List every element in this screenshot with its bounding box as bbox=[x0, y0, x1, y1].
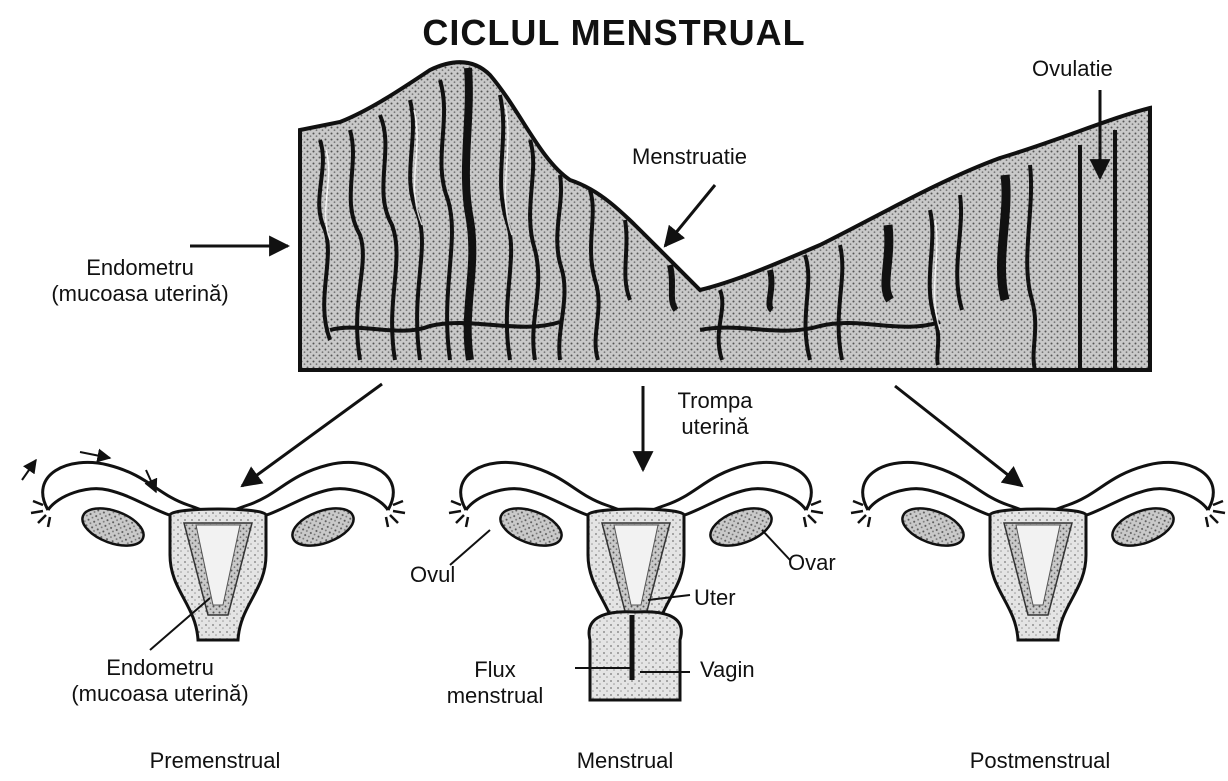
label-endometru-top-line2: (mucoasa uterină) bbox=[5, 281, 275, 307]
label-ovul: Ovul bbox=[410, 562, 455, 588]
vagina-shape bbox=[575, 612, 690, 700]
label-flux-line2: menstrual bbox=[410, 683, 580, 709]
label-vagin: Vagin bbox=[700, 657, 755, 683]
label-endometru-top: Endometru (mucoasa uterină) bbox=[5, 255, 275, 308]
postmenstrual-arrow bbox=[895, 386, 1022, 486]
label-endometru-bottom-line2: (mucoasa uterină) bbox=[25, 681, 295, 707]
phase-postmenstrual: Postmenstrual bbox=[920, 748, 1160, 774]
label-endometru-bottom-line1: Endometru bbox=[25, 655, 295, 681]
uterus-premenstrual bbox=[31, 462, 405, 640]
phase-menstrual: Menstrual bbox=[505, 748, 745, 774]
label-trompa-line1: Trompa bbox=[660, 388, 770, 414]
label-trompa: Trompa uterină bbox=[660, 388, 770, 441]
endometrium-chart bbox=[300, 62, 1150, 370]
label-flux-line1: Flux bbox=[410, 657, 580, 683]
phase-premenstrual: Premenstrual bbox=[95, 748, 335, 774]
label-endometru-bottom: Endometru (mucoasa uterină) bbox=[25, 655, 295, 708]
label-flux: Flux menstrual bbox=[410, 657, 580, 710]
label-menstruatie: Menstruatie bbox=[632, 144, 747, 170]
label-trompa-line2: uterină bbox=[660, 414, 770, 440]
uterus-postmenstrual bbox=[851, 462, 1225, 640]
label-ovar: Ovar bbox=[788, 550, 836, 576]
label-uter: Uter bbox=[694, 585, 736, 611]
label-ovulatie: Ovulatie bbox=[1032, 56, 1113, 82]
menstruatie-arrow bbox=[665, 185, 715, 246]
label-endometru-top-line1: Endometru bbox=[5, 255, 275, 281]
